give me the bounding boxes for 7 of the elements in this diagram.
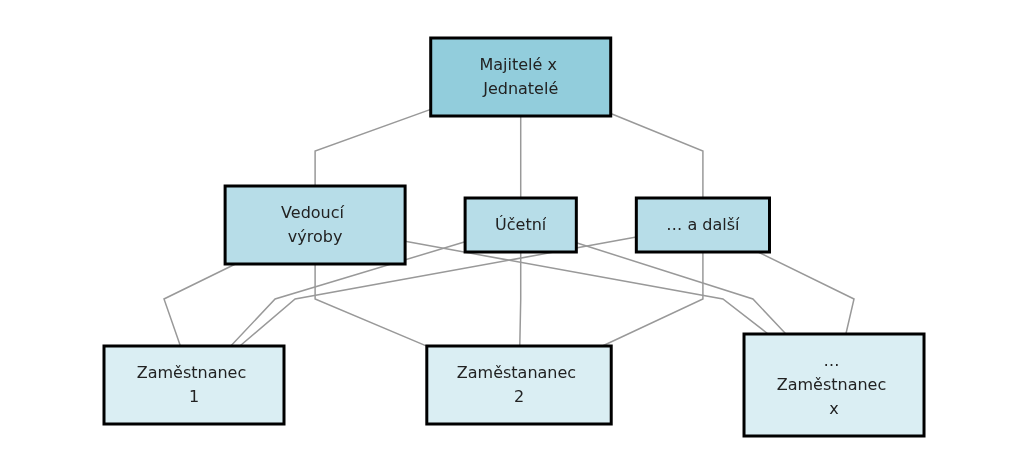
node-box: … a další: [635, 196, 772, 253]
node-box: Účetní: [464, 196, 579, 253]
node-box: Vedoucí výroby: [224, 184, 408, 265]
node-box: Zaměstnanec 1: [103, 344, 286, 425]
node-box: Majitelé x Jednatelé: [429, 36, 613, 117]
node-box: … Zaměstnanec x: [743, 332, 926, 437]
node-box: Zaměstananec 2: [425, 344, 614, 425]
